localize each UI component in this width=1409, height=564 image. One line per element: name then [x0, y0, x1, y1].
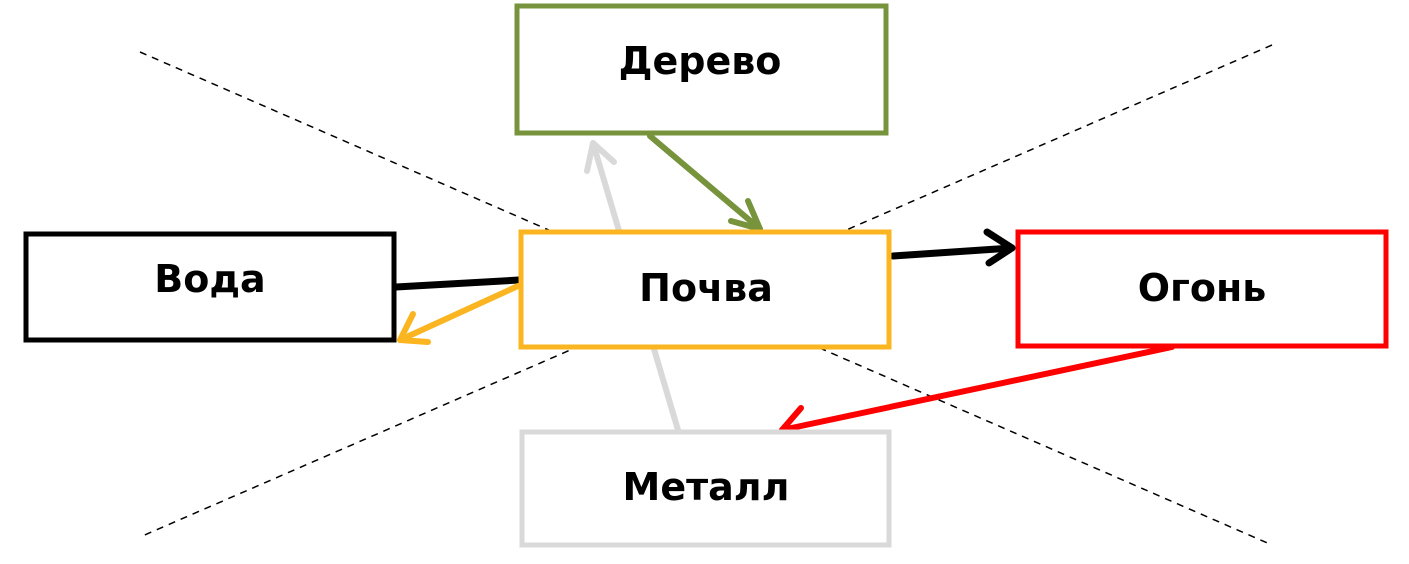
edge-earth-to-water [397, 283, 521, 345]
edge-water-earth [392, 276, 523, 291]
arrowhead-icon [728, 198, 763, 232]
node-wood: Дерево [514, 3, 889, 136]
node-label: Вода [154, 257, 265, 301]
node-fire: Огонь [1015, 229, 1389, 349]
arrowhead-icon [584, 140, 617, 174]
node-label: Огонь [1138, 266, 1267, 310]
node-label: Дерево [619, 39, 782, 83]
node-label: Почва [639, 266, 773, 310]
edge-earth-to-fire [889, 228, 1016, 267]
edge-fire-to-metal [779, 344, 1175, 441]
edge-wood-to-earth [647, 133, 763, 232]
arrowhead-icon [397, 311, 431, 345]
node-water: Вода [23, 231, 397, 343]
node-label: Металл [623, 465, 790, 509]
node-earth: Почва [518, 229, 892, 350]
node-metal: Металл [519, 429, 892, 548]
arrowhead-icon [983, 228, 1016, 267]
